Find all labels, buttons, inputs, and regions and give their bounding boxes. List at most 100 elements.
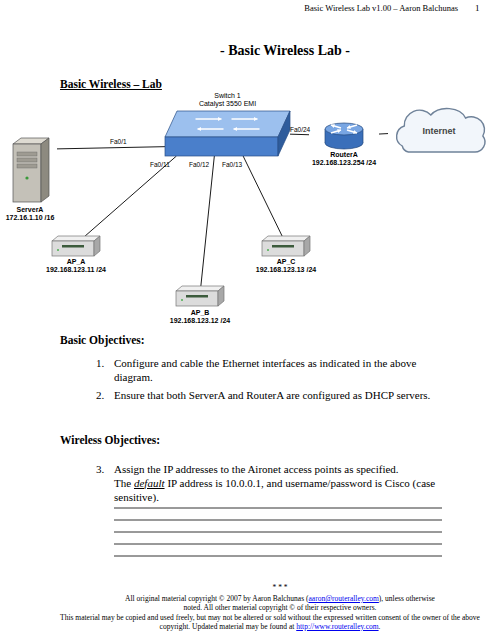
device-label-line: ServerA (3, 206, 57, 214)
server: ServerA172.16.1.10 /16 (3, 138, 57, 226)
switch-front (165, 137, 278, 156)
text-paragraph: This material may be copied and used fre… (50, 613, 490, 631)
text-paragraph: Configure and cable the Ethernet interfa… (114, 356, 450, 384)
router-edge (363, 129, 364, 143)
switch-side (278, 111, 290, 156)
device-label-line: 192.168.123.13 /24 (254, 266, 318, 274)
network-cable (85, 156, 176, 236)
email-link: aaron@routeralley.com (308, 594, 378, 603)
access-point: AP_A192.168.123.11 /24 (44, 236, 108, 276)
arrow-glyph (198, 128, 224, 130)
switch-top (165, 111, 290, 137)
text-paragraph: Basic Wireless – Lab (60, 77, 280, 91)
page-title: - Basic Wireless Lab - (185, 43, 385, 59)
list-number: 2. (96, 389, 104, 401)
device-label: AP_B192.168.123.12 /24 (168, 309, 232, 325)
port-label: Fa0/11 (150, 161, 170, 168)
answer-lines (114, 508, 442, 556)
running-header: Basic Wireless Lab v1.00 – Aaron Balchun… (304, 3, 458, 13)
network-switch: Switch 1Catalyst 3550 EMI (165, 92, 290, 156)
ap-display (186, 295, 208, 298)
device-label-line: Internet (388, 126, 490, 136)
ap-top (52, 236, 100, 241)
arrow-glyph (331, 124, 335, 128)
port-label: Fa0/12 (189, 161, 209, 168)
device-label: Internet (388, 126, 490, 136)
web-link: http://www.routeralley.com (296, 622, 378, 631)
text-paragraph: All original material copyright © 2007 b… (115, 594, 445, 612)
device-label: ServerA172.16.1.10 /16 (3, 206, 57, 222)
port-label: Fa0/1 (110, 138, 127, 145)
ap-led (57, 249, 59, 251)
network-cable (201, 156, 214, 286)
answer-line (114, 532, 442, 533)
arrow-glyph (198, 127, 201, 131)
network-cable (379, 133, 388, 134)
port-label: Fa0/24 (290, 126, 310, 133)
device-label-line: AP_C (254, 258, 318, 266)
device-label: AP_C192.168.123.13 /24 (254, 258, 318, 274)
list-number: 1. (96, 357, 104, 369)
text-paragraph: Wireless Objectives: (60, 433, 280, 447)
ap-display (62, 245, 84, 248)
device-label: Switch 1Catalyst 3550 EMI (165, 92, 290, 108)
ap-led (181, 299, 183, 301)
arrow-glyph (234, 127, 237, 131)
body-text: default (134, 477, 165, 489)
arrow-glyph (218, 117, 221, 121)
text-paragraph: 1 (475, 3, 489, 13)
ap-front (176, 291, 218, 306)
ap-side (218, 286, 224, 306)
ap-side (94, 236, 100, 256)
device-label-line: 192.168.123.254 /24 (309, 159, 379, 167)
page-number: 1 (475, 3, 480, 13)
device-label: RouterA192.168.123.254 /24 (309, 151, 379, 167)
section-heading: Wireless Objectives: (60, 434, 160, 446)
arrow-glyph (254, 117, 257, 121)
text-paragraph: * * * (240, 583, 320, 592)
drive-bay (17, 158, 37, 162)
device-label-line: AP_B (168, 309, 232, 317)
router: RouterA192.168.123.254 /24 (309, 122, 379, 168)
ap-top (262, 236, 310, 241)
device-label-line: RouterA (309, 151, 379, 159)
drive-bay (17, 164, 37, 168)
network-cable (243, 156, 282, 236)
server-side (41, 138, 49, 202)
arrow-glyph (196, 118, 222, 120)
body-text: Configure and cable the Ethernet interfa… (114, 357, 416, 383)
ap-front (262, 241, 304, 256)
access-point: AP_B192.168.123.12 /24 (168, 286, 232, 328)
server-front (13, 144, 41, 202)
text-paragraph: Basic Wireless Lab v1.00 – Aaron Balchun… (298, 3, 458, 13)
arrow-glyph (234, 128, 260, 130)
network-cable (290, 134, 309, 136)
answer-line (114, 508, 442, 509)
port-label: Fa0/13 (222, 161, 242, 168)
router-edge (325, 129, 326, 143)
power-led (25, 176, 28, 179)
drive-bay (17, 152, 37, 156)
device-label-line: Switch 1 (165, 92, 290, 100)
text-paragraph: Ensure that both ServerA and RouterA are… (114, 388, 450, 402)
text-paragraph: Assign the IP addresses to the Aironet a… (114, 462, 450, 504)
device-label-line: AP_A (44, 258, 108, 266)
answer-line (114, 544, 442, 545)
ap-led (267, 249, 269, 251)
body-text: Ensure that both ServerA and RouterA are… (114, 389, 430, 401)
arrow-glyph (337, 129, 341, 133)
answer-line (114, 520, 442, 521)
list-number: 3. (96, 463, 104, 475)
section-heading: Basic Wireless – Lab (60, 78, 162, 90)
body-text: All original material copyright © 2007 b… (125, 594, 308, 603)
body-text: . (379, 622, 381, 631)
text-paragraph: 2. (96, 388, 112, 402)
answer-line (114, 556, 442, 557)
text-paragraph: 1. (96, 356, 112, 370)
text-paragraph: Basic Objectives: (60, 333, 280, 347)
ap-top (176, 286, 224, 291)
device-label-line: 172.16.1.10 /16 (3, 214, 57, 222)
